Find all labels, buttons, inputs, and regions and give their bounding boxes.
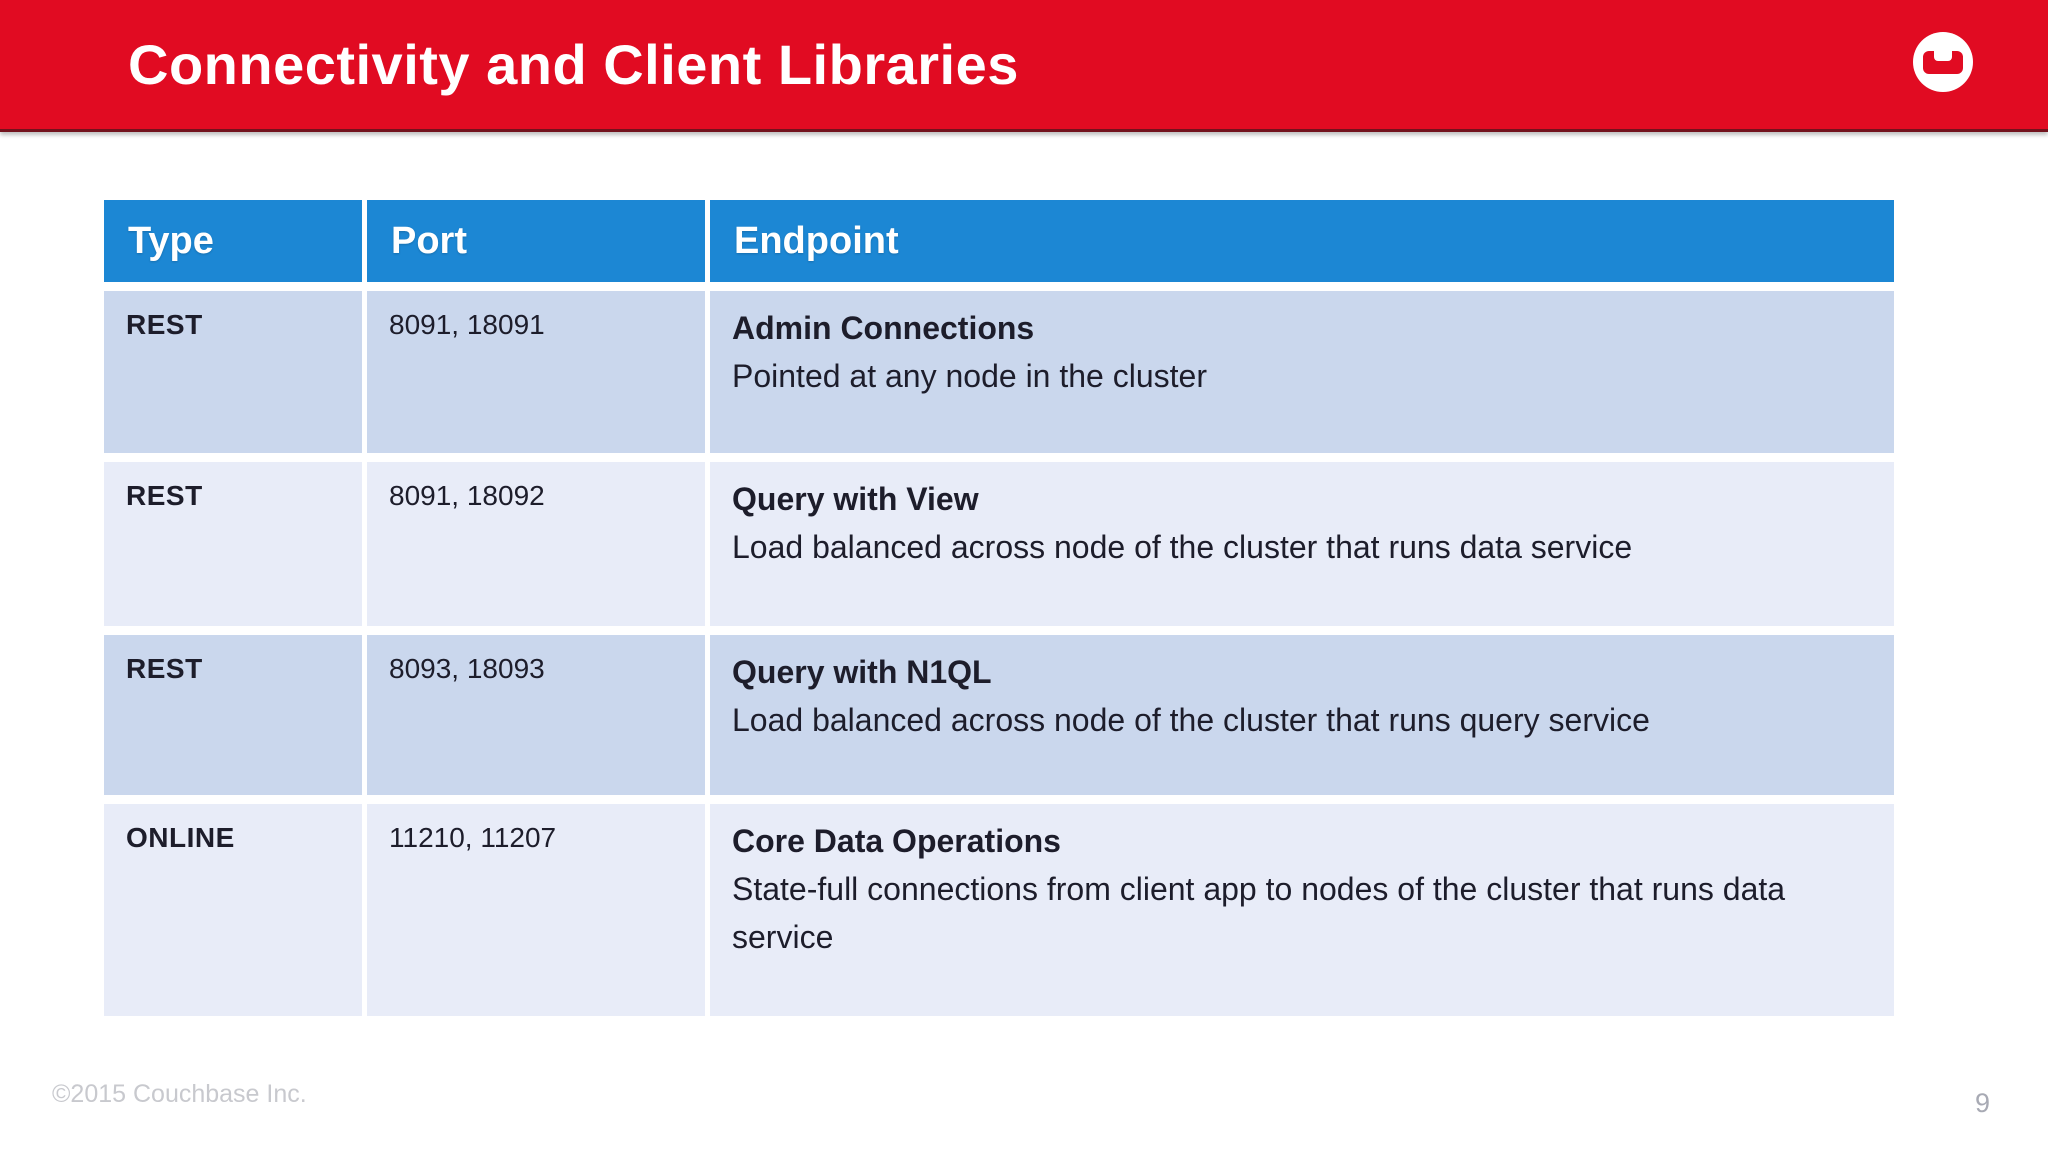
- table-row-3-type: REST: [104, 635, 362, 795]
- endpoint-description: Load balanced across node of the cluster…: [732, 529, 1633, 565]
- table-row-1-endpoint: Admin Connections Pointed at any node in…: [710, 291, 1894, 453]
- table-row-3-endpoint: Query with N1QL Load balanced across nod…: [710, 635, 1894, 795]
- endpoint-description: State-full connections from client app t…: [732, 871, 1786, 955]
- couchbase-logo-icon: [1913, 32, 1973, 92]
- slide-title: Connectivity and Client Libraries: [128, 33, 1019, 96]
- table-row-2-port: 8091, 18092: [367, 462, 705, 626]
- endpoint-title: Query with N1QL: [732, 654, 992, 690]
- table-row-2-endpoint: Query with View Load balanced across nod…: [710, 462, 1894, 626]
- page-number: 9: [1974, 1088, 1990, 1118]
- table-row-4-endpoint: Core Data Operations State-full connecti…: [710, 804, 1894, 1016]
- table-row-4-type: ONLINE: [104, 804, 362, 1016]
- connectivity-table: Type Port Endpoint REST 8091, 18091 Admi…: [104, 200, 1894, 1016]
- endpoint-title: Core Data Operations: [732, 823, 1061, 859]
- endpoint-description: Pointed at any node in the cluster: [732, 358, 1207, 394]
- copyright-text: ©2015 Couchbase Inc.: [52, 1080, 307, 1108]
- endpoint-title: Admin Connections: [732, 310, 1035, 346]
- column-header-type: Type: [104, 200, 362, 282]
- table-row-3-port: 8093, 18093: [367, 635, 705, 795]
- column-header-port: Port: [367, 200, 705, 282]
- table-row-1-type: REST: [104, 291, 362, 453]
- title-banner: Connectivity and Client Libraries: [0, 0, 2048, 132]
- endpoint-title: Query with View: [732, 481, 979, 517]
- column-header-endpoint: Endpoint: [710, 200, 1894, 282]
- table-row-1-port: 8091, 18091: [367, 291, 705, 453]
- table-row-4-port: 11210, 11207: [367, 804, 705, 1016]
- endpoint-description: Load balanced across node of the cluster…: [732, 702, 1650, 738]
- table-row-2-type: REST: [104, 462, 362, 626]
